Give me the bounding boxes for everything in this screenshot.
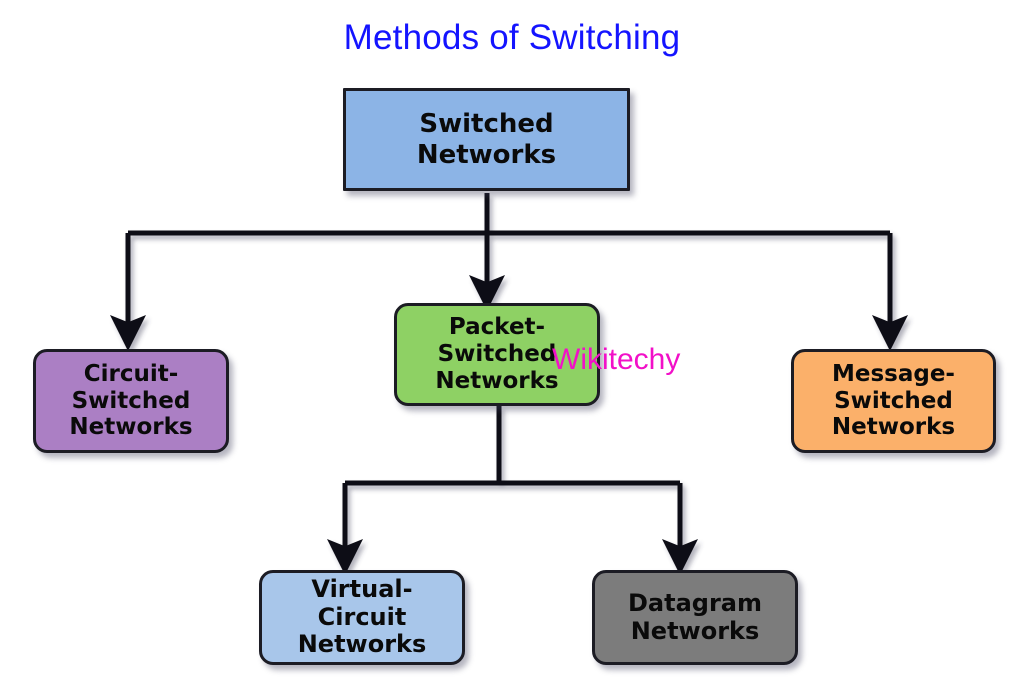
node-datagram-networks[interactable]: Datagram Networks — [592, 570, 798, 665]
node-switched-networks-label: Switched Networks — [416, 109, 557, 170]
node-message-switched-networks[interactable]: Message- Switched Networks — [791, 349, 996, 453]
node-message-switched-networks-label: Message- Switched Networks — [831, 360, 956, 441]
node-virtual-circuit-networks-label: Virtual-Circuit Networks — [297, 574, 427, 659]
page-title: Methods of Switching — [343, 18, 681, 57]
node-virtual-circuit-networks[interactable]: Virtual-Circuit Networks — [259, 570, 465, 665]
node-switched-networks[interactable]: Switched Networks — [343, 88, 630, 191]
node-datagram-networks-label: Datagram Networks — [627, 588, 762, 645]
node-packet-switched-networks[interactable]: Packet- Switched Networks — [394, 303, 600, 406]
wikitechy-watermark: Wikitechy — [552, 343, 681, 376]
node-circuit-switched-networks[interactable]: Circuit- Switched Networks — [33, 349, 229, 453]
node-packet-switched-networks-label: Packet- Switched Networks — [435, 314, 559, 394]
node-circuit-switched-networks-label: Circuit- Switched Networks — [69, 360, 193, 441]
